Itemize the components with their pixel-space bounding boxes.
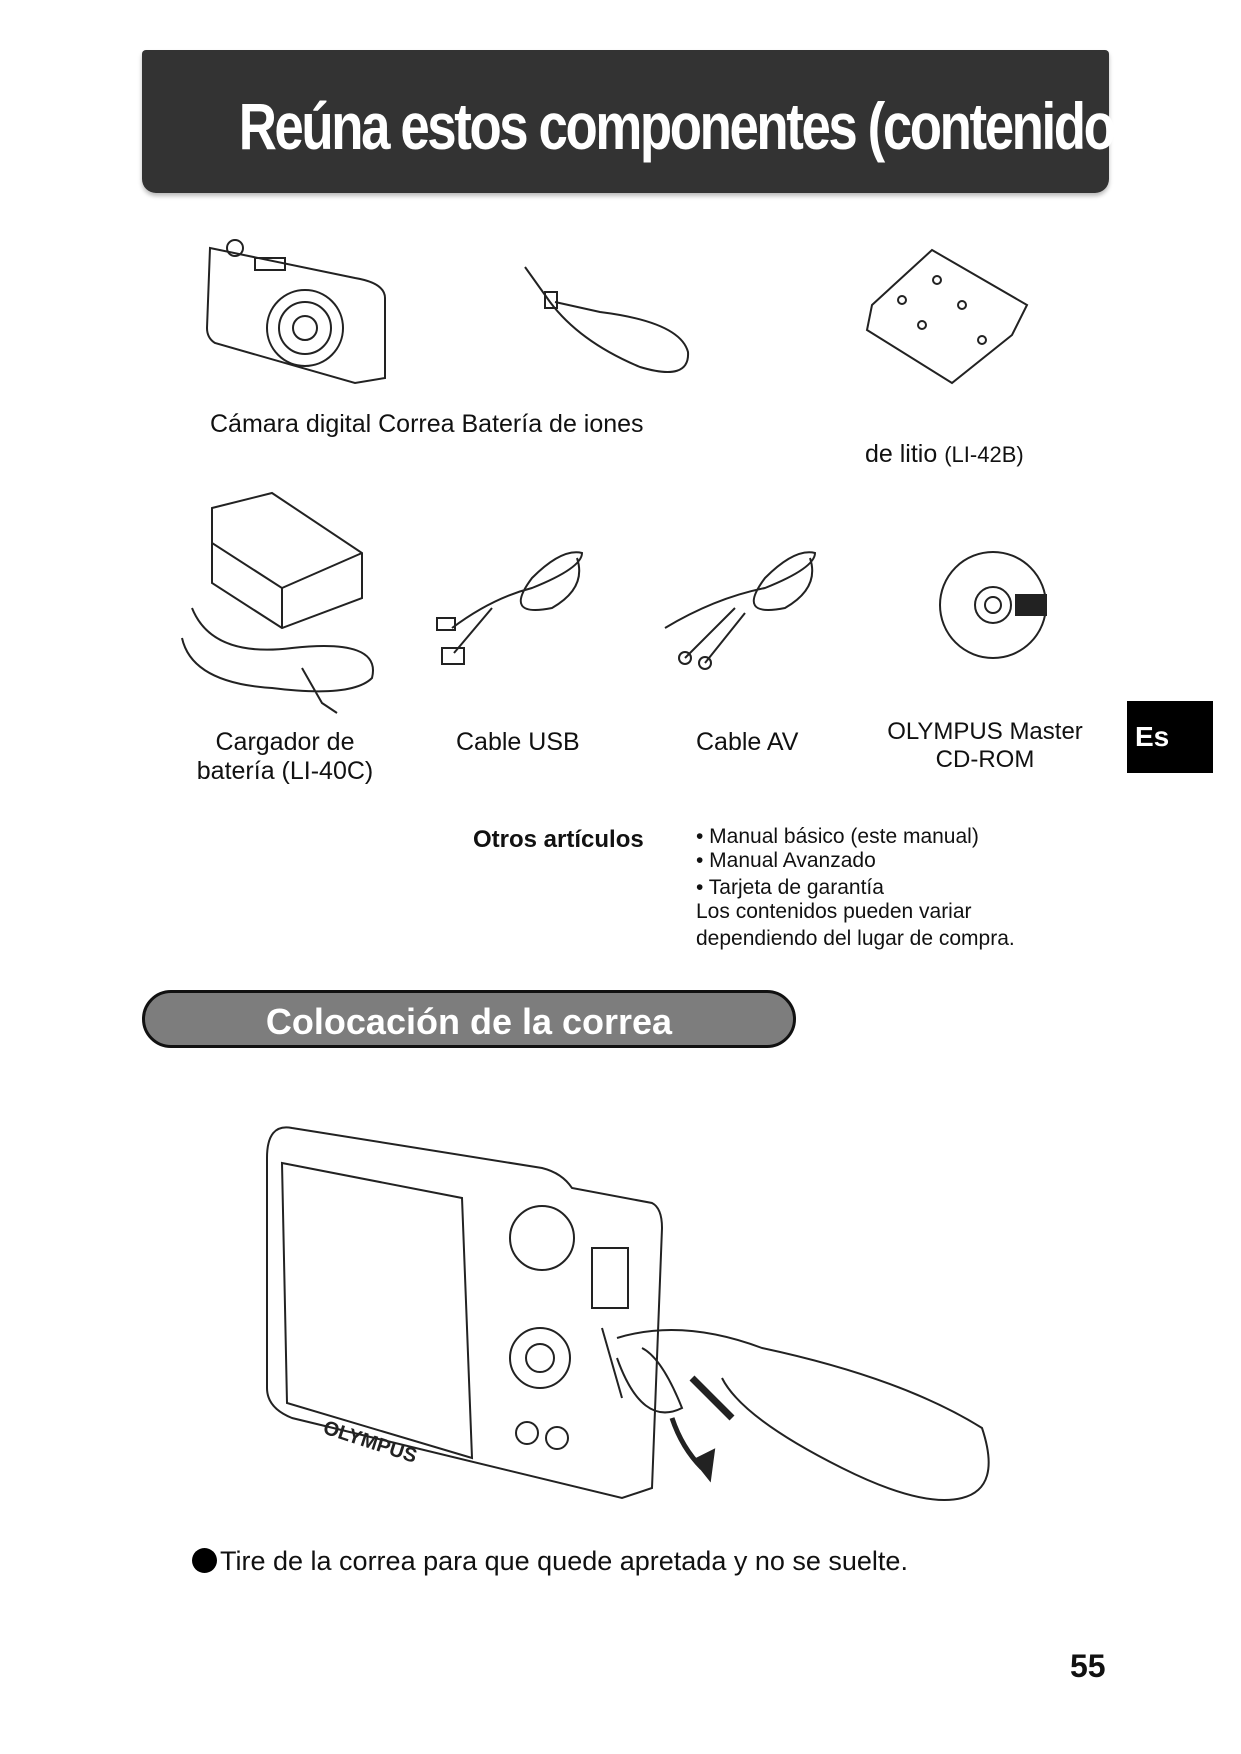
others-item: • Manual Avanzado: [696, 849, 876, 872]
cd-label-line1: OLYMPUS Master: [887, 718, 1083, 745]
section-title: Colocación de la correa: [265, 1001, 673, 1042]
row1-labels: Cámara digital Correa Batería de iones: [210, 410, 644, 438]
av-cable-label: Cable AV: [696, 728, 799, 756]
others-heading: Otros artículos: [473, 826, 644, 853]
usb-cable-label: Cable USB: [456, 728, 580, 756]
cd-rom-label: OLYMPUS Master CD-ROM: [870, 718, 1100, 774]
title-banner: Reúna estos componentes (contenido de la…: [142, 50, 1241, 193]
battery-charger-image: [181, 491, 374, 714]
charger-label-line2: batería (LI-40C): [196, 757, 374, 785]
battery-image: [865, 248, 1029, 385]
instruction-text: Tire de la correa para que quede apretad…: [192, 1546, 908, 1577]
language-tab: Es: [1127, 701, 1213, 773]
others-item: • Tarjeta de garantía: [696, 876, 884, 899]
cd-rom-image: [939, 551, 1047, 659]
battery-model: (LI-42B): [944, 442, 1024, 467]
bullet-icon: [192, 1548, 217, 1573]
others-note: dependiendo del lugar de compra.: [696, 927, 1015, 950]
section-banner: Colocación de la correa: [142, 990, 796, 1048]
strap-image: [524, 266, 690, 373]
charger-label-line1: Cargador de: [215, 728, 355, 756]
others-item: • Manual básico (este manual): [696, 825, 979, 848]
av-cable-image: [664, 551, 817, 670]
digital-camera-image: [205, 239, 386, 385]
usb-cable-image: [436, 551, 584, 665]
others-note: Los contenidos pueden variar: [696, 900, 972, 923]
battery-label: de litio: [865, 440, 938, 468]
brand-logo: OLYMPUS: [320, 1417, 419, 1468]
page-title: Reúna estos componentes (contenido de la…: [238, 89, 1241, 163]
battery-label-cont: de litio (LI-42B): [865, 440, 1024, 469]
charger-label: Cargador de batería (LI-40C): [180, 728, 390, 786]
instruction-label: Tire de la correa para que quede apretad…: [220, 1546, 908, 1576]
page-number: 55: [1070, 1648, 1106, 1684]
cd-label-line2: CD-ROM: [935, 746, 1035, 773]
strap-attachment-image: OLYMPUS: [266, 1126, 990, 1501]
